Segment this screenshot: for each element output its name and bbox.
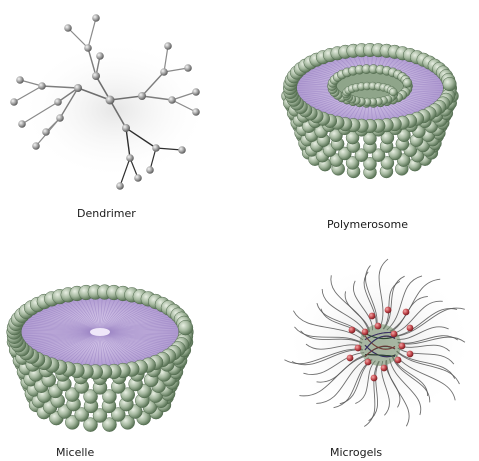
dendrimer-node	[56, 114, 64, 122]
polymerosome-inner-sphere	[403, 78, 412, 87]
dendrimer-node	[146, 166, 154, 174]
dendrimer-node	[178, 146, 186, 154]
dendrimer-node	[134, 174, 142, 182]
micelle-illustration	[0, 250, 230, 440]
dendrimer-node	[74, 84, 82, 92]
dendrimer-node	[16, 76, 24, 84]
microgels-panel: Microgels	[260, 250, 479, 461]
dendrimer-illustration	[0, 0, 230, 200]
microgel-red-particle	[375, 323, 382, 330]
dendrimer-node	[18, 120, 26, 128]
microgel-red-particle	[369, 313, 376, 320]
microgel-red-particle	[365, 359, 372, 366]
dendrimer-node	[122, 124, 130, 132]
dendrimer-core-node	[106, 96, 115, 105]
microgel-red-particle	[395, 357, 402, 364]
dendrimer-node	[38, 82, 46, 90]
microgel-red-particle	[407, 325, 414, 332]
dendrimer-node	[126, 154, 134, 162]
dendrimer-node	[168, 96, 176, 104]
polymerosome-label: Polymerosome	[327, 218, 408, 231]
microgel-red-particle	[381, 365, 388, 372]
dendrimer-node	[10, 98, 18, 106]
dendrimer-node	[84, 44, 92, 52]
microgel-red-particle	[403, 309, 410, 316]
micelle-bowl	[7, 285, 194, 432]
dendrimer-panel: Dendrimer	[0, 0, 230, 230]
dendrimer-node	[160, 68, 168, 76]
microgel-red-particle	[399, 343, 406, 350]
microgel-red-particle	[385, 307, 392, 314]
dendrimer-node	[92, 14, 100, 22]
dendrimer-node	[192, 108, 200, 116]
dendrimer-node	[192, 88, 200, 96]
microgel-red-particle	[349, 327, 356, 334]
dendrimer-node	[164, 42, 172, 50]
micelle-label: Micelle	[56, 446, 94, 459]
polymerosome-panel: Polymerosome	[260, 0, 479, 240]
dendrimer-node	[42, 128, 50, 136]
polymerosome-inner-sphere	[389, 88, 397, 96]
dendrimer-node	[92, 72, 100, 80]
dendrimer-node	[96, 52, 104, 60]
micelle-panel: Micelle	[0, 250, 230, 461]
dendrimer-node	[184, 64, 192, 72]
microgel-red-particle	[347, 355, 354, 362]
dendrimer-node	[138, 92, 146, 100]
microgel-red-particle	[391, 331, 398, 338]
dendrimer-label: Dendrimer	[77, 207, 136, 220]
polymerosome-rim-sphere	[443, 77, 457, 91]
dendrimer-node	[152, 144, 160, 152]
micelle-center	[90, 328, 110, 336]
dendrimer-node	[32, 142, 40, 150]
micelle-rim-sphere	[178, 320, 193, 335]
microgels-label: Microgels	[330, 446, 382, 459]
dendrimer-node	[54, 98, 62, 106]
microgel-red-particle	[407, 351, 414, 358]
dendrimer-node	[116, 182, 124, 190]
polymerosome-vesicle	[282, 43, 459, 179]
microgel-red-particle	[355, 345, 362, 352]
dendrimer-branch	[68, 28, 88, 48]
microgels-illustration	[260, 250, 479, 440]
dendrimer-node	[64, 24, 72, 32]
microgel-red-particle	[362, 329, 369, 336]
polymerosome-illustration	[260, 0, 479, 200]
microgel-red-particle	[371, 375, 378, 382]
